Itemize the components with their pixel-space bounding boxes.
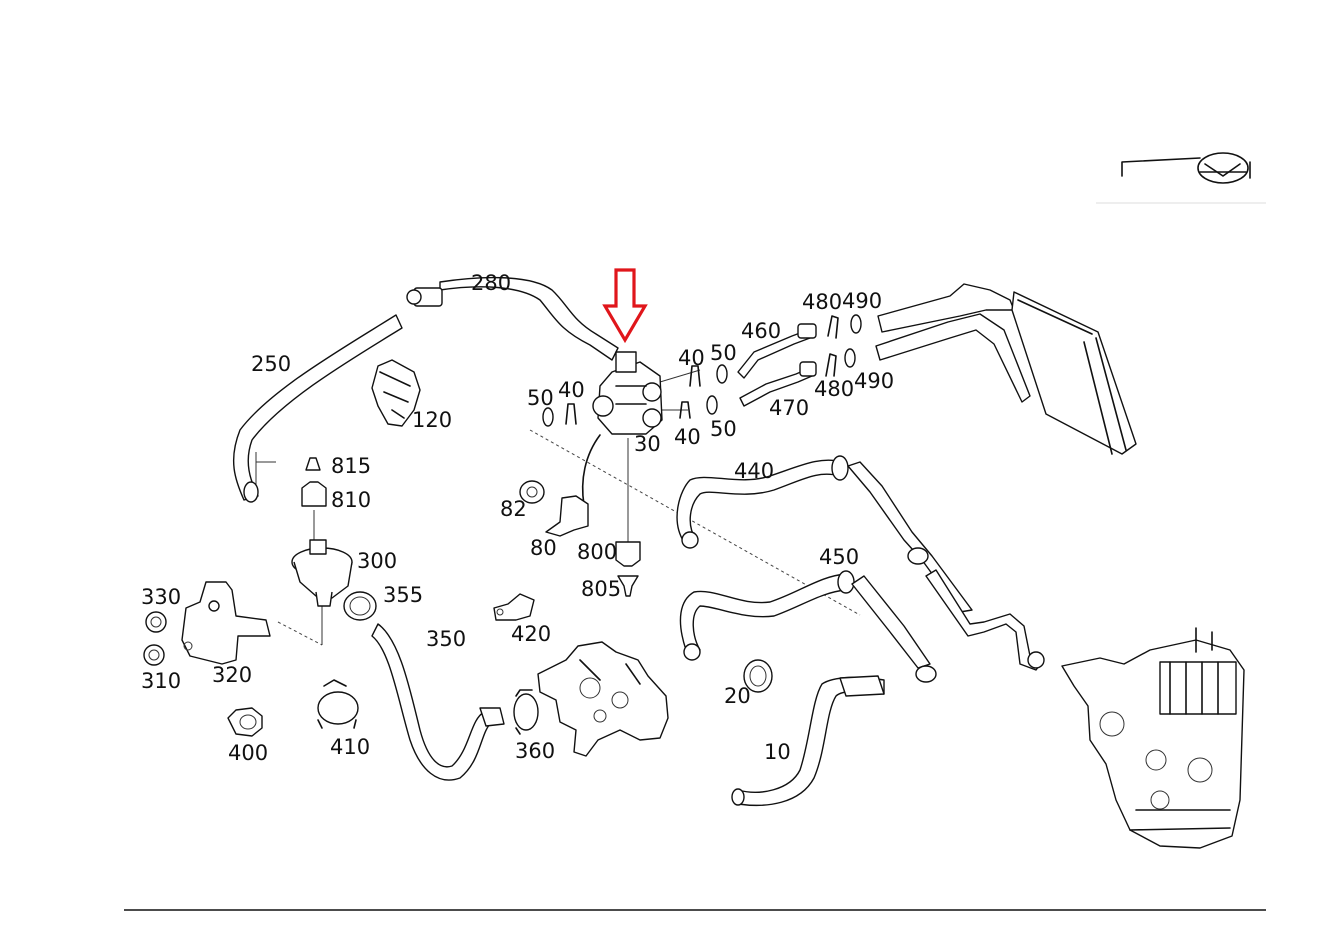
label-320: 320 (212, 663, 252, 687)
clamp-410 (317, 679, 359, 729)
assembly-guides (255, 369, 861, 646)
label-440: 440 (734, 459, 774, 483)
label-310: 310 (141, 669, 181, 693)
label-50-left: 50 (527, 386, 554, 410)
label-330: 330 (141, 585, 181, 609)
label-10: 10 (764, 740, 791, 764)
seal-ring-50-lower (706, 395, 718, 415)
seal-ring-490-upper (850, 314, 862, 334)
engine-assembly (1061, 627, 1245, 849)
clamp-355 (343, 591, 377, 621)
seal-ring-50-upper (716, 364, 728, 384)
bracket-120 (371, 359, 421, 427)
clamp-20 (743, 659, 773, 693)
valve-30 (592, 351, 663, 435)
label-120: 120 (412, 408, 452, 432)
label-82: 82 (500, 497, 527, 521)
clamp-400 (227, 707, 263, 737)
clip-480-upper (827, 315, 839, 339)
bracket-320 (181, 581, 271, 665)
label-50-lower: 50 (710, 417, 737, 441)
label-470: 470 (769, 396, 809, 420)
sensor-810 (301, 481, 327, 507)
clip-40-upper (689, 365, 701, 387)
label-250: 250 (251, 352, 291, 376)
label-410: 410 (330, 735, 370, 759)
label-480-lower: 480 (814, 377, 854, 401)
label-30: 30 (634, 432, 661, 456)
label-490-lower: 490 (854, 369, 894, 393)
clip-40-left (565, 403, 577, 425)
clamp-360 (513, 689, 539, 735)
hose-10 (731, 675, 885, 807)
label-20: 20 (724, 684, 751, 708)
cap-815 (305, 457, 321, 471)
label-80: 80 (530, 536, 557, 560)
label-40-lower: 40 (674, 425, 701, 449)
label-800: 800 (577, 540, 617, 564)
nut-310 (143, 644, 165, 666)
aux-pump-300 (291, 539, 353, 607)
hose-350 (371, 623, 505, 781)
heater-core (875, 283, 1137, 455)
hose-250 (233, 314, 403, 503)
pipe-470 (739, 361, 817, 407)
label-480-upper: 480 (802, 290, 842, 314)
vehicle-orientation-icon (1096, 152, 1266, 204)
highlight-arrow-icon (602, 268, 648, 344)
label-400: 400 (228, 741, 268, 765)
sensor-800 (615, 541, 641, 567)
label-50-upper: 50 (710, 341, 737, 365)
seal-ring-490-lower (844, 348, 856, 368)
plug-805 (617, 575, 639, 597)
hose-440 (676, 455, 973, 613)
hose-450 (679, 570, 937, 683)
part-labels: 280 250 120 50 40 30 40 50 40 50 460 470… (141, 271, 894, 765)
hose-280 (406, 276, 619, 361)
bracket-80 (545, 495, 589, 537)
label-420: 420 (511, 622, 551, 646)
label-810: 810 (331, 488, 371, 512)
label-450: 450 (819, 545, 859, 569)
pipe-460 (737, 323, 817, 379)
nut-330 (145, 611, 167, 633)
label-815: 815 (331, 454, 371, 478)
clip-420 (493, 593, 535, 621)
label-280: 280 (471, 271, 511, 295)
clip-40-lower (679, 401, 691, 419)
label-300: 300 (357, 549, 397, 573)
clip-480-lower (825, 353, 837, 377)
seal-ring-50-left (542, 407, 554, 427)
label-460: 460 (741, 319, 781, 343)
label-350: 350 (426, 627, 466, 651)
label-805: 805 (581, 577, 621, 601)
water-pump (537, 641, 669, 757)
label-355: 355 (383, 583, 423, 607)
rubber-mount-82 (519, 480, 545, 504)
label-40-left: 40 (558, 378, 585, 402)
pipe-right (925, 569, 1045, 671)
label-490-upper: 490 (842, 289, 882, 313)
label-360: 360 (515, 739, 555, 763)
label-40-upper: 40 (678, 346, 705, 370)
